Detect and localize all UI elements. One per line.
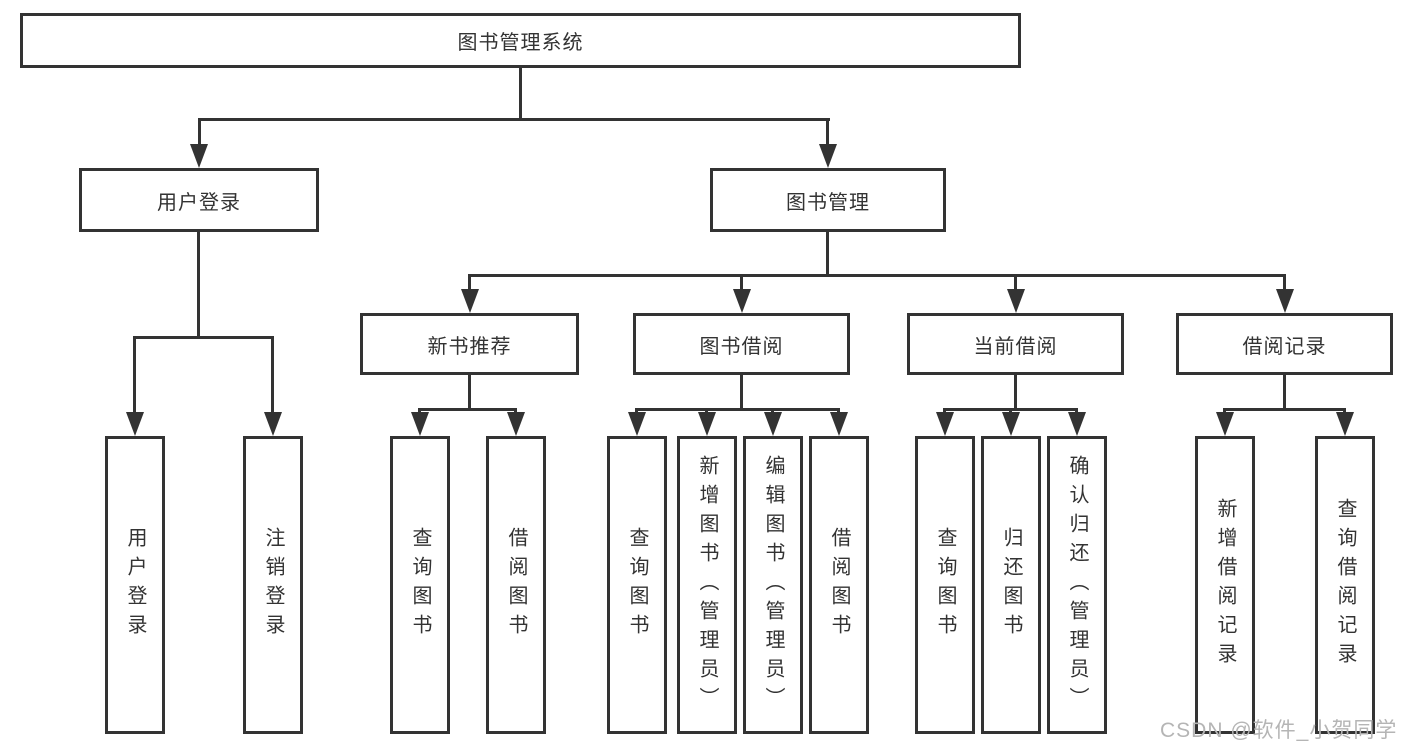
node-query-book-2-label: 查询图书 — [626, 527, 648, 643]
node-login-leaf: 用户登录 — [105, 436, 165, 734]
arrowhead-down-icon — [1336, 412, 1354, 436]
connector-line — [1014, 375, 1017, 408]
connector-line — [826, 232, 829, 277]
node-book-borrow: 图书借阅 — [633, 313, 850, 375]
connector-line — [1009, 408, 1012, 414]
node-root-label: 图书管理系统 — [457, 32, 584, 54]
connector-line — [740, 274, 743, 291]
node-query-borrow-record-label: 查询借阅记录 — [1334, 498, 1356, 672]
node-new-book-recommend-label: 新书推荐 — [427, 335, 512, 358]
connector-line — [468, 274, 1286, 277]
node-query-book-3-label: 查询图书 — [934, 527, 956, 643]
node-book-management-label: 图书管理 — [786, 191, 870, 214]
arrowhead-down-icon — [264, 412, 282, 436]
node-user-login: 用户登录 — [79, 168, 319, 232]
arrowhead-down-icon — [461, 289, 479, 313]
connector-line — [418, 408, 517, 411]
arrowhead-down-icon — [764, 412, 782, 436]
connector-line — [133, 336, 136, 414]
node-borrow-book-1-label: 借阅图书 — [505, 527, 527, 643]
connector-line — [519, 68, 522, 120]
csdn-watermark: CSDN @软件_小贺同学 — [1160, 719, 1398, 742]
node-borrow-book-2: 借阅图书 — [809, 436, 869, 734]
node-borrow-book-2-label: 借阅图书 — [828, 527, 850, 643]
node-current-borrow: 当前借阅 — [907, 313, 1124, 375]
arrowhead-down-icon — [1068, 412, 1086, 436]
connector-line — [635, 408, 840, 411]
connector-line — [826, 118, 829, 146]
node-add-borrow-record: 新增借阅记录 — [1195, 436, 1255, 734]
connector-line — [514, 408, 517, 414]
node-edit-book-admin-label: 编辑图书（管理员） — [762, 454, 784, 716]
connector-line — [771, 408, 774, 414]
node-borrow-book-1: 借阅图书 — [486, 436, 546, 734]
arrowhead-down-icon — [819, 144, 837, 168]
arrowhead-down-icon — [733, 289, 751, 313]
connector-line — [705, 408, 708, 414]
connector-line — [943, 408, 946, 414]
arrowhead-down-icon — [126, 412, 144, 436]
connector-line — [1283, 274, 1286, 291]
arrowhead-down-icon — [628, 412, 646, 436]
connector-line — [133, 336, 274, 339]
connector-line — [635, 408, 638, 414]
node-add-borrow-record-label: 新增借阅记录 — [1214, 498, 1236, 672]
arrowhead-down-icon — [190, 144, 208, 168]
node-return-book: 归还图书 — [981, 436, 1041, 734]
node-borrow-records: 借阅记录 — [1176, 313, 1393, 375]
arrowhead-down-icon — [698, 412, 716, 436]
node-user-login-label: 用户登录 — [157, 191, 241, 214]
node-new-book-recommend: 新书推荐 — [360, 313, 579, 375]
node-query-borrow-record: 查询借阅记录 — [1315, 436, 1375, 734]
connector-line — [197, 232, 200, 339]
connector-line — [271, 336, 274, 414]
node-confirm-return-admin: 确认归还（管理员） — [1047, 436, 1107, 734]
connector-line — [1283, 375, 1286, 408]
connector-line — [468, 274, 471, 291]
connector-line — [198, 118, 830, 121]
arrowhead-down-icon — [507, 412, 525, 436]
node-query-book-1: 查询图书 — [390, 436, 450, 734]
connector-line — [1343, 408, 1346, 414]
connector-line — [740, 375, 743, 408]
connector-line — [1014, 274, 1017, 291]
node-logout-leaf-label: 注销登录 — [262, 527, 284, 643]
connector-line — [1223, 408, 1226, 414]
arrowhead-down-icon — [411, 412, 429, 436]
node-login-leaf-label: 用户登录 — [124, 527, 146, 643]
node-return-book-label: 归还图书 — [1000, 527, 1022, 643]
connector-line — [468, 375, 471, 408]
node-edit-book-admin: 编辑图书（管理员） — [743, 436, 803, 734]
arrowhead-down-icon — [936, 412, 954, 436]
connector-line — [418, 408, 421, 414]
arrowhead-down-icon — [830, 412, 848, 436]
node-add-book-admin: 新增图书（管理员） — [677, 436, 737, 734]
node-query-book-1-label: 查询图书 — [409, 527, 431, 643]
node-book-management: 图书管理 — [710, 168, 946, 232]
node-current-borrow-label: 当前借阅 — [973, 335, 1058, 358]
node-book-borrow-label: 图书借阅 — [699, 335, 784, 358]
arrowhead-down-icon — [1216, 412, 1234, 436]
node-query-book-2: 查询图书 — [607, 436, 667, 734]
node-confirm-return-admin-label: 确认归还（管理员） — [1066, 454, 1088, 716]
node-borrow-records-label: 借阅记录 — [1242, 335, 1327, 358]
node-root: 图书管理系统 — [20, 13, 1021, 68]
arrowhead-down-icon — [1276, 289, 1294, 313]
arrowhead-down-icon — [1007, 289, 1025, 313]
node-logout-leaf: 注销登录 — [243, 436, 303, 734]
connector-line — [198, 118, 201, 146]
node-query-book-3: 查询图书 — [915, 436, 975, 734]
arrowhead-down-icon — [1002, 412, 1020, 436]
connector-line — [837, 408, 840, 414]
node-add-book-admin-label: 新增图书（管理员） — [696, 454, 718, 716]
connector-line — [1223, 408, 1346, 411]
connector-line — [1075, 408, 1078, 414]
